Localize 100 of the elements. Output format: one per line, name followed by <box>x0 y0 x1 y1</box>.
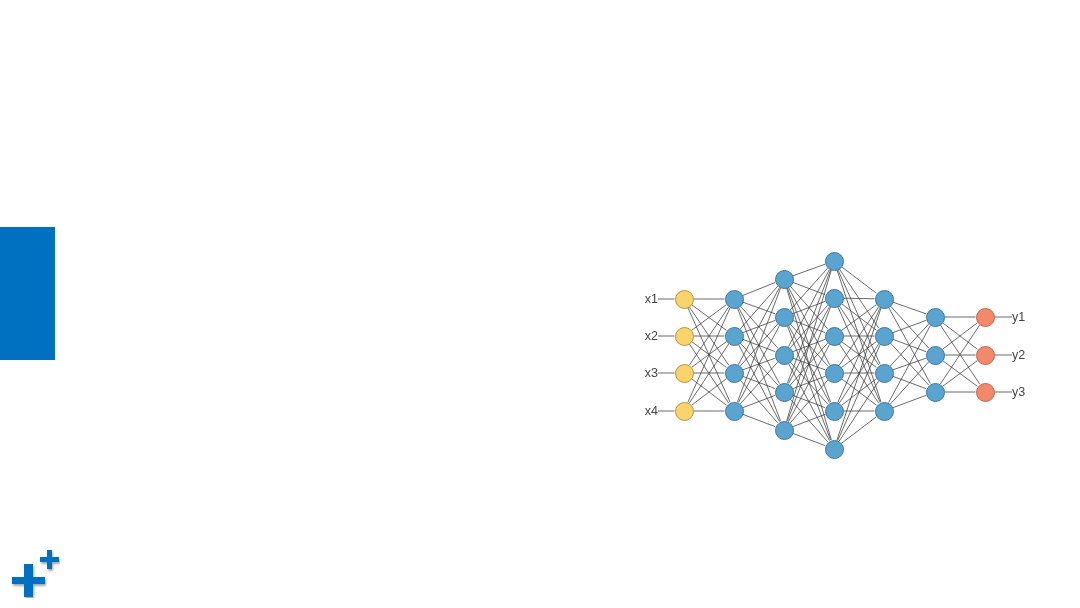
connection-line <box>739 379 779 424</box>
connection-line <box>693 298 725 300</box>
connection-line <box>838 268 880 329</box>
variable-label: x4 <box>644 403 658 419</box>
connection-line <box>892 357 927 371</box>
hidden-neuron <box>925 307 945 327</box>
connection-line <box>836 307 882 441</box>
connection-line <box>742 414 776 427</box>
output-neuron <box>975 307 995 327</box>
connection-line <box>693 335 725 337</box>
connection-line <box>788 306 830 384</box>
hidden-neuron <box>925 345 945 365</box>
connection-line <box>789 267 829 311</box>
connection-line <box>888 324 931 404</box>
connection-line <box>792 395 826 408</box>
hidden-neuron <box>824 363 844 383</box>
connection-line <box>890 323 929 367</box>
variable-label: y1 <box>1012 309 1026 325</box>
connection-line <box>841 266 877 294</box>
connection-line <box>788 287 830 365</box>
connection-line <box>788 269 830 347</box>
connection-line <box>737 287 781 403</box>
connection-line <box>788 344 830 422</box>
connection-line <box>792 320 826 333</box>
connection-line <box>837 344 881 441</box>
hidden-neuron <box>824 401 844 421</box>
hidden-neuron <box>724 289 744 309</box>
connection-line <box>657 372 675 374</box>
connection-line <box>657 298 675 300</box>
side-bar <box>0 227 55 360</box>
connection-line <box>837 269 881 365</box>
connection-line <box>843 297 875 300</box>
connection-line <box>742 339 776 352</box>
connection-line <box>892 319 927 334</box>
connection-line <box>739 361 779 405</box>
variable-label: x1 <box>644 291 658 307</box>
connection-line <box>738 307 780 384</box>
connection-line <box>890 342 929 386</box>
connection-line <box>789 323 829 367</box>
connection-line <box>944 316 976 318</box>
connection-line <box>739 323 779 367</box>
hidden-neuron <box>824 326 844 346</box>
variable-label: x3 <box>644 365 658 381</box>
variable-label: y3 <box>1012 384 1026 400</box>
connection-line <box>737 307 781 422</box>
connection-line <box>836 269 882 403</box>
hidden-neuron <box>774 345 794 365</box>
connection-line <box>789 379 829 424</box>
connection-line <box>792 282 826 295</box>
hidden-neuron <box>724 363 744 383</box>
connection-line <box>838 380 880 442</box>
connection-line <box>994 354 1013 356</box>
connection-line <box>693 372 725 374</box>
hidden-neuron <box>824 288 844 308</box>
connection-line <box>786 269 832 422</box>
hidden-neuron <box>724 326 744 346</box>
connection-line <box>787 287 831 403</box>
variable-label: y2 <box>1012 347 1026 363</box>
connection-line <box>739 342 779 386</box>
connection-line <box>787 269 831 384</box>
connection-line <box>792 376 826 389</box>
connection-line <box>788 325 830 403</box>
connection-line <box>788 363 830 441</box>
connection-line <box>738 344 780 422</box>
hidden-neuron <box>874 326 894 346</box>
hidden-neuron <box>824 439 844 459</box>
connection-line <box>890 361 929 405</box>
connection-line <box>789 342 829 386</box>
connection-line <box>786 287 832 441</box>
connection-line <box>739 305 779 349</box>
connection-line <box>792 414 826 427</box>
connection-line <box>738 287 780 365</box>
connection-line <box>841 416 877 444</box>
connection-line <box>787 325 831 441</box>
connection-line <box>792 433 826 446</box>
output-neuron <box>975 382 995 402</box>
connection-line <box>792 339 826 352</box>
hidden-neuron <box>774 420 794 440</box>
connection-line <box>892 394 927 409</box>
connection-line <box>944 391 976 393</box>
connection-line <box>742 301 776 315</box>
hidden-neuron <box>874 363 894 383</box>
connection-line <box>890 305 929 349</box>
connection-line <box>787 306 831 422</box>
hidden-neuron <box>824 251 844 271</box>
hidden-neuron <box>774 382 794 402</box>
connection-line <box>742 320 776 333</box>
hidden-neuron <box>925 382 945 402</box>
input-neuron <box>674 363 694 383</box>
hidden-neuron <box>874 401 894 421</box>
connection-line <box>742 282 776 296</box>
connection-line <box>843 410 875 412</box>
connection-line <box>739 285 779 330</box>
connection-line <box>693 410 725 412</box>
connection-line <box>789 361 829 405</box>
connection-line <box>994 316 1013 318</box>
connection-line <box>892 375 927 390</box>
connection-line <box>843 372 875 374</box>
hidden-neuron <box>774 269 794 289</box>
connection-line <box>792 263 826 277</box>
